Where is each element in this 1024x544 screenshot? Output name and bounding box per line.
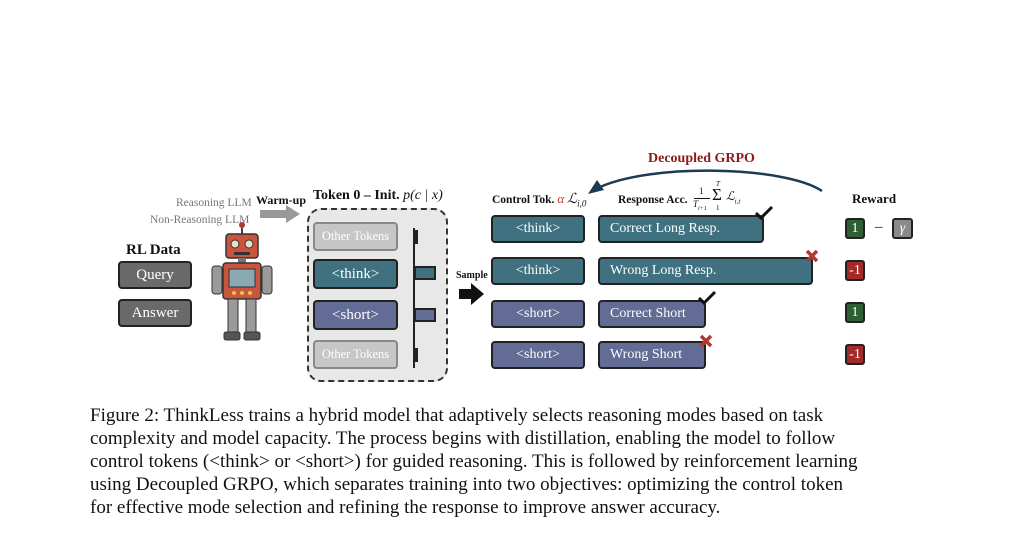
response-loss-symbol: ℒ	[726, 189, 735, 203]
row1-control-token[interactable]: <think>	[491, 215, 585, 243]
row4-response[interactable]: Wrong Short	[598, 341, 706, 369]
fraction-line	[694, 198, 710, 199]
fraction-denominator: Ti+1	[693, 199, 707, 212]
prob-bar-short	[414, 308, 436, 322]
sample-label: Sample	[456, 270, 488, 281]
caption-line: for effective mode selection and refinin…	[90, 497, 721, 518]
check-icon	[697, 290, 717, 306]
row1-response[interactable]: Correct Long Resp.	[598, 215, 764, 243]
answer-button[interactable]: Answer	[118, 299, 192, 327]
sum-top: T	[716, 180, 720, 188]
fraction-den-sub: i+1	[698, 205, 707, 212]
cross-icon	[699, 334, 713, 348]
row1-reward-badge: 1	[845, 218, 865, 239]
token0-title: Token 0 – Init. p(c | x)	[313, 188, 443, 204]
robot-icon	[211, 222, 273, 341]
token0-title-formula: p(c | x)	[403, 188, 443, 203]
token0-title-prefix: Token 0 – Init.	[313, 188, 400, 203]
cross-icon	[805, 249, 819, 263]
probability-axis	[413, 228, 415, 368]
control-tok-header: Control Tok. α ℒi,0	[492, 191, 586, 208]
row2-response[interactable]: Wrong Long Resp.	[598, 257, 813, 285]
control-loss-symbol: ℒ	[567, 192, 578, 207]
token0-item-other-bottom[interactable]: Other Tokens	[313, 340, 398, 369]
token0-item-think[interactable]: <think>	[313, 259, 398, 289]
caption-line: using Decoupled GRPO, which separates tr…	[90, 474, 843, 495]
response-loss: ℒi,t	[726, 189, 740, 205]
reasoning-llm-label: Reasoning LLM	[176, 197, 252, 209]
response-acc-label: Response Acc.	[618, 194, 688, 206]
rl-data-label: RL Data	[126, 242, 181, 258]
row3-response[interactable]: Correct Short	[598, 300, 706, 328]
decoupled-grpo-title: Decoupled GRPO	[648, 151, 755, 166]
caption-line: control tokens (<think> or <short>) for …	[90, 451, 858, 472]
caption-line: Figure 2: ThinkLess trains a hybrid mode…	[90, 405, 824, 426]
figure-caption: Figure 2: ThinkLess trains a hybrid mode…	[90, 404, 950, 519]
row2-control-token[interactable]: <think>	[491, 257, 585, 285]
response-loss-sub: i,t	[734, 197, 741, 206]
grpo-feedback-arrow-icon	[588, 169, 823, 194]
prob-bar-think	[414, 266, 436, 280]
token0-item-other-top[interactable]: Other Tokens	[313, 222, 398, 251]
prob-bar-other-top	[414, 230, 418, 244]
row2-reward-badge: -1	[845, 260, 865, 281]
reward-minus-sign: –	[875, 219, 883, 235]
row3-control-token[interactable]: <short>	[491, 300, 585, 328]
query-button[interactable]: Query	[118, 261, 192, 289]
alpha-symbol: α	[557, 191, 565, 206]
caption-line: complexity and model capacity. The proce…	[90, 428, 836, 449]
warmup-arrow-icon	[260, 205, 300, 223]
control-loss-sub: i,0	[577, 198, 587, 209]
sum-symbol: Σ	[712, 185, 722, 204]
sum-bottom: 1	[716, 204, 720, 212]
control-tok-label: Control Tok.	[492, 194, 555, 206]
fraction-den-symbol: T	[693, 199, 699, 209]
row4-control-token[interactable]: <short>	[491, 341, 585, 369]
warmup-label: Warm-up	[256, 193, 307, 207]
row4-reward-badge: -1	[845, 344, 865, 365]
prob-bar-other-bottom	[414, 348, 418, 362]
token0-item-short[interactable]: <short>	[313, 300, 398, 330]
reward-header: Reward	[852, 191, 897, 206]
check-icon	[754, 205, 774, 221]
fraction-numerator: 1	[699, 186, 704, 196]
non-reasoning-llm-label: Non-Reasoning LLM	[150, 214, 250, 226]
gamma-badge: γ	[892, 218, 913, 239]
sample-arrow-icon	[459, 283, 484, 305]
row3-reward-badge: 1	[845, 302, 865, 323]
